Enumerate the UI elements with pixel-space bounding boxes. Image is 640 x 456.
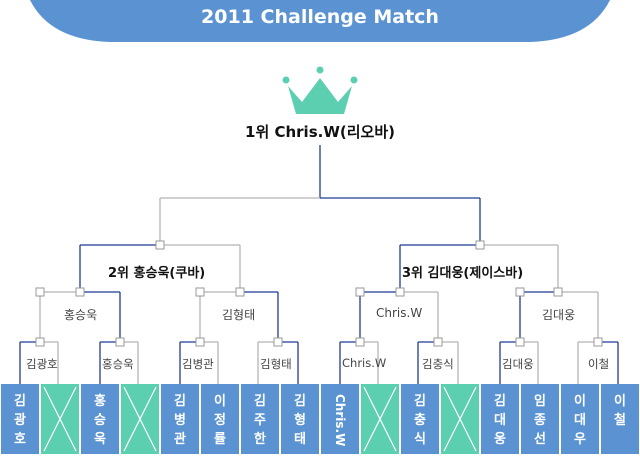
semifinal-label-1: 홍승욱 <box>64 308 98 322</box>
page-title: 2011 Challenge Match <box>201 6 439 28</box>
semi-sub-node <box>515 287 525 297</box>
player-tile: 김 충 식 <box>401 384 439 454</box>
empty-slot <box>441 384 479 454</box>
quarter-node-7 <box>515 337 525 347</box>
quarterfinal-label-2: 홍승욱 <box>102 357 134 371</box>
player-name: 임 종 선 <box>534 394 546 447</box>
player-tile: 홍 승 욱 <box>81 384 119 454</box>
player-tile: 김 병 관 <box>161 384 199 454</box>
semi-node-2 <box>235 287 245 297</box>
semi-node-4 <box>553 287 563 297</box>
player-tile: 이 정 률 <box>201 384 239 454</box>
quarter-node-4 <box>273 337 283 347</box>
semi-node-1 <box>75 287 85 297</box>
rank2-label: 2위 홍승욱(쿠바) <box>108 266 206 281</box>
player-name: Chris.W <box>333 393 347 447</box>
quarter-node-2 <box>115 337 125 347</box>
player-tile: 김 주 한 <box>241 384 279 454</box>
quarterfinal-label-3: 김병관 <box>182 357 214 371</box>
quarter-node-5 <box>355 337 365 347</box>
player-tile: 임 종 선 <box>521 384 559 454</box>
player-tile: 김 형 태 <box>281 384 319 454</box>
empty-slot-x-icon <box>43 386 77 452</box>
player-tile: Chris.W <box>321 384 359 454</box>
empty-slot-x-icon <box>123 386 157 452</box>
empty-slot <box>361 384 399 454</box>
semi-node-3 <box>395 287 405 297</box>
player-tile: 이 대 우 <box>561 384 599 454</box>
quarterfinal-label-8: 이철 <box>588 357 610 371</box>
rank3-label: 3위 김대웅(제이스바) <box>402 266 524 281</box>
player-tile: 김 광 호 <box>1 384 39 454</box>
quarterfinal-label-5: Chris.W <box>342 356 387 370</box>
semifinal-label-4: 김대웅 <box>542 308 576 322</box>
player-name: 이 대 우 <box>574 394 586 447</box>
semi-sub-node <box>35 287 45 297</box>
final-node-right <box>475 240 485 250</box>
quarter-node-6 <box>433 337 443 347</box>
quarterfinal-label-4: 김형태 <box>260 357 292 371</box>
champion-label: 1위 Chris.W(리오바) <box>245 123 395 141</box>
player-name: 홍 승 욱 <box>94 394 106 447</box>
player-name: 김 충 식 <box>414 394 426 447</box>
quarter-node-8 <box>593 337 603 347</box>
player-name: 이 철 <box>614 394 626 428</box>
title-banner <box>30 0 610 42</box>
final-node-left <box>155 240 165 250</box>
player-name: 김 주 한 <box>254 394 266 447</box>
semifinal-label-3: Chris.W <box>376 306 423 320</box>
quarter-node-1 <box>35 337 45 347</box>
player-name: 김 광 호 <box>14 394 26 447</box>
crown-icon <box>282 66 358 114</box>
empty-slot-x-icon <box>443 386 477 452</box>
empty-slot <box>121 384 159 454</box>
quarter-node-3 <box>195 337 205 347</box>
quarterfinal-label-1: 김광호 <box>26 357 58 371</box>
player-name: 김 대 웅 <box>494 394 506 447</box>
player-name: 김 병 관 <box>174 394 186 447</box>
player-tile: 김 대 웅 <box>481 384 519 454</box>
semi-sub-node <box>195 287 205 297</box>
empty-slot <box>41 384 79 454</box>
quarterfinal-label-7: 김대웅 <box>502 357 534 371</box>
player-name: 이 정 률 <box>214 394 226 447</box>
semi-sub-node <box>355 287 365 297</box>
quarterfinal-label-6: 김충식 <box>422 357 454 371</box>
empty-slot-x-icon <box>363 386 397 452</box>
player-tile: 이 철 <box>601 384 639 454</box>
semifinal-label-2: 김형태 <box>222 308 256 322</box>
player-name: 김 형 태 <box>294 394 306 447</box>
